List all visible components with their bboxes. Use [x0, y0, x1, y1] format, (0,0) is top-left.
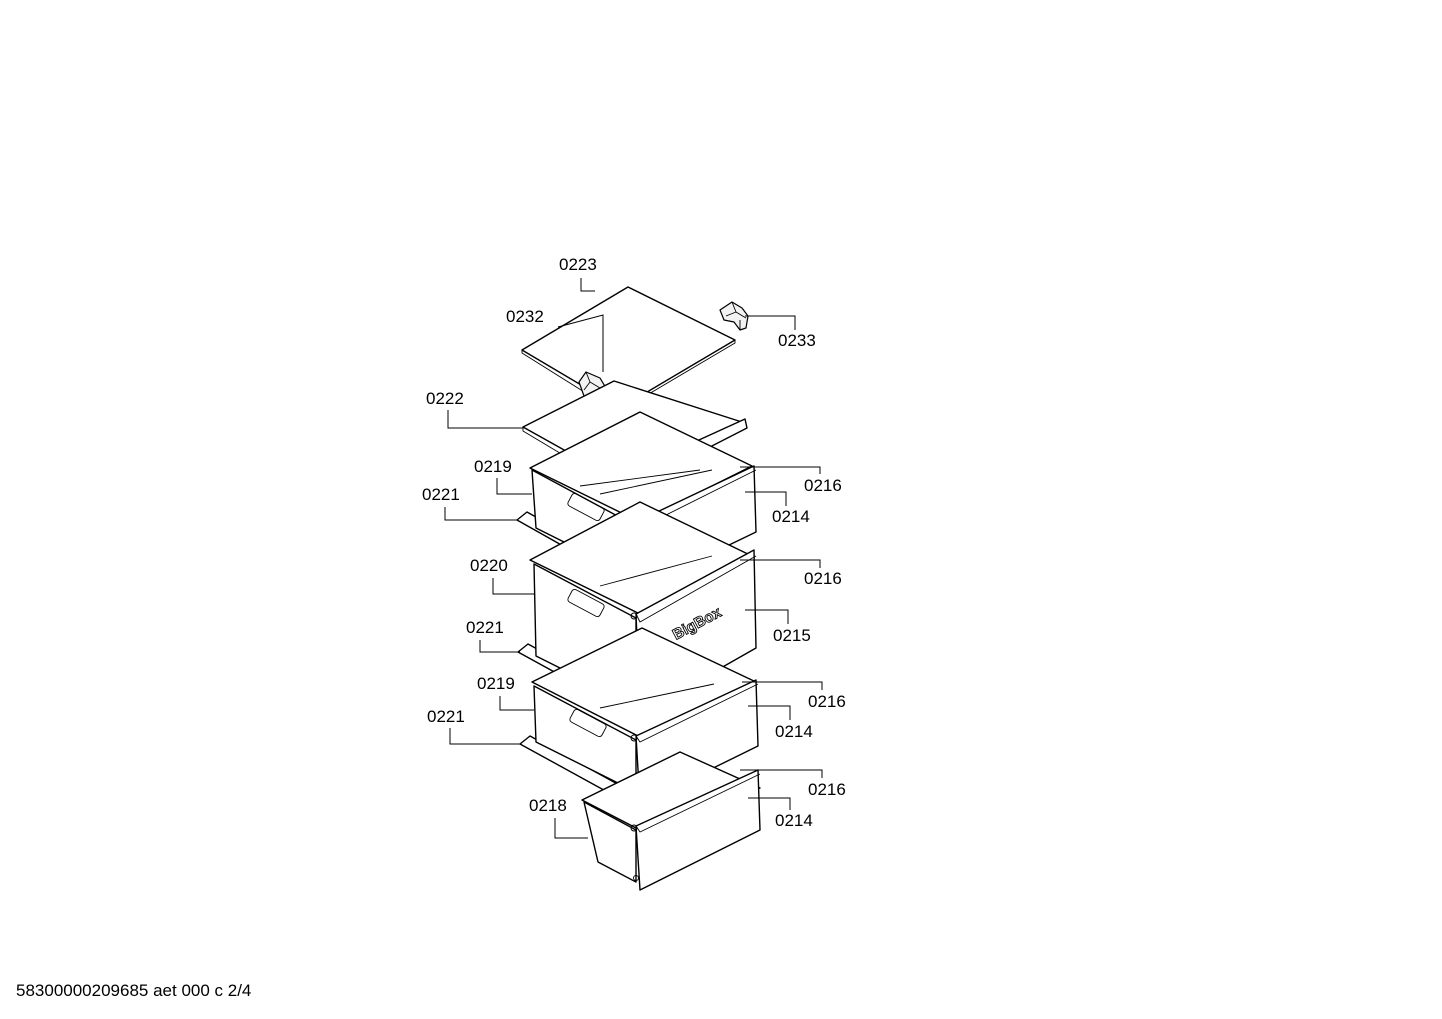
label-0218[interactable]: 0218	[529, 796, 567, 815]
label-0214-a[interactable]: 0214	[772, 507, 810, 526]
label-0216-c[interactable]: 0216	[808, 692, 846, 711]
label-0220[interactable]: 0220	[470, 556, 508, 575]
label-0222[interactable]: 0222	[426, 389, 464, 408]
label-0216-d[interactable]: 0216	[808, 780, 846, 799]
label-0214-b[interactable]: 0214	[775, 722, 813, 741]
drawing-code: 58300000209685 aet 000 c 2/4	[16, 981, 252, 1000]
label-0216-b[interactable]: 0216	[804, 569, 842, 588]
label-0219-top[interactable]: 0219	[474, 457, 512, 476]
label-0216-a[interactable]: 0216	[804, 476, 842, 495]
label-0232[interactable]: 0232	[506, 307, 544, 326]
label-0214-c[interactable]: 0214	[775, 811, 813, 830]
label-0221-b[interactable]: 0221	[466, 618, 504, 637]
bottom-tub-0218[interactable]	[581, 751, 761, 891]
label-0215[interactable]: 0215	[773, 626, 811, 645]
label-0221-a[interactable]: 0221	[422, 485, 460, 504]
part-labels: 0223 0232 0233 0222 0219 0216 0221 0214 …	[422, 255, 846, 830]
clip-0233[interactable]	[719, 301, 749, 331]
label-0223[interactable]: 0223	[559, 255, 597, 274]
label-0221-c[interactable]: 0221	[427, 707, 465, 726]
label-0233[interactable]: 0233	[778, 331, 816, 350]
label-0219-lower[interactable]: 0219	[477, 674, 515, 693]
leader-lines	[444, 278, 823, 839]
